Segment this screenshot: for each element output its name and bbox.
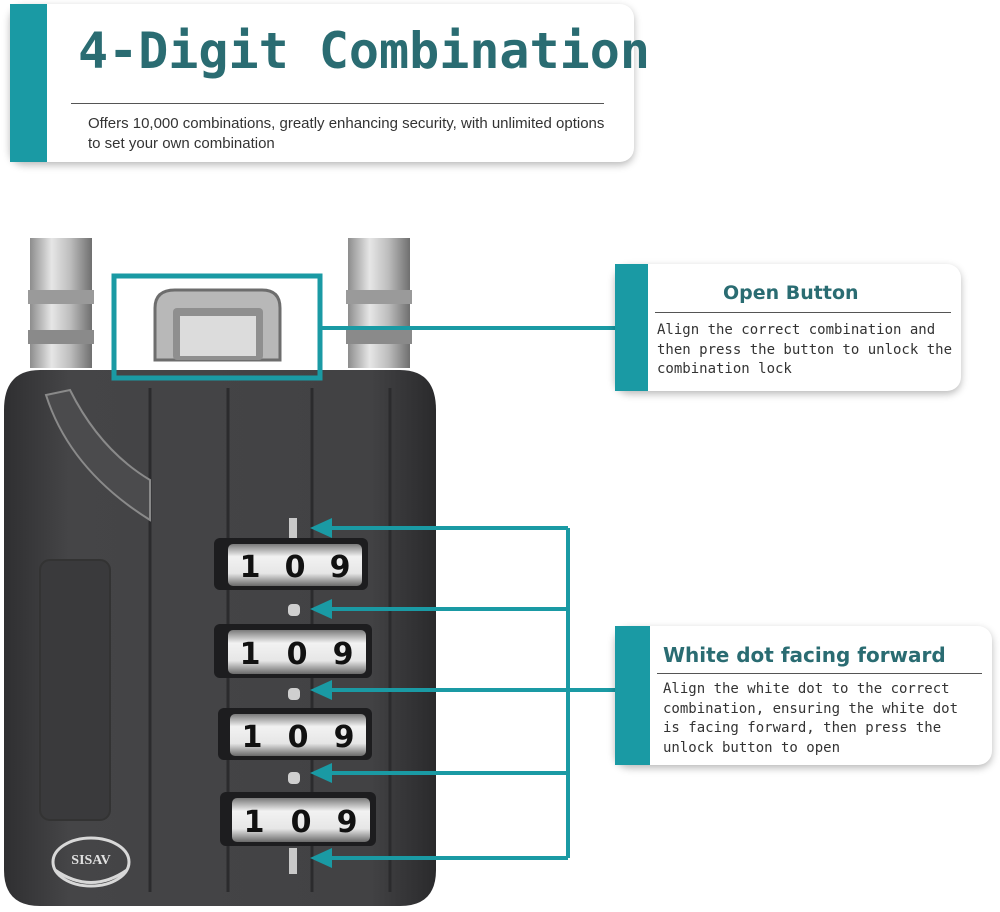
dial-row-4: 1 0 9 [220,792,376,846]
dial-digit: 1 [242,720,263,755]
dial-row-3: 1 0 9 [218,708,372,760]
open-button-highlight [111,273,323,381]
accent-strip [10,4,47,162]
dial-digit: 0 [288,720,309,755]
callout-description: Align the correct combination and then p… [657,322,953,377]
dial-digit: 0 [287,637,308,672]
page-title: 4-Digit Combination [78,22,650,80]
shackle-left [28,238,94,368]
dial-digit: 9 [333,637,354,672]
dial-digit: 0 [291,805,312,840]
callout-arrow-icon [310,599,332,619]
callout-title: White dot facing forward [663,643,946,667]
callout-arrow-icon [310,848,332,868]
accent-strip [615,626,650,765]
dial-digit: 1 [240,637,261,672]
title-divider [71,103,604,104]
dial-digit: 9 [337,805,358,840]
brand-logo-text: SISAV [71,853,110,868]
header-card: 4-Digit Combination Offers 10,000 combin… [10,4,650,162]
callout-arrow-icon [310,518,332,538]
callout-divider [655,312,951,313]
padlock-illustration: SISAV 1 0 9 1 0 9 1 0 9 1 0 9 [4,238,436,906]
callout-arrow-icon [310,680,332,700]
callout-divider [657,673,982,674]
dial-digit: 9 [330,550,351,585]
dial-digit: 9 [334,720,355,755]
dial-digit: 1 [244,805,265,840]
callout-arrow-icon [310,763,332,783]
shackle-right [346,238,412,368]
arrow-heads [310,518,332,868]
dial-digit: 1 [240,550,261,585]
indicator-marks [288,518,300,874]
open-button-illustration [153,288,282,362]
page-description: Offers 10,000 combinations, greatly enha… [88,115,605,152]
dial-row-2: 1 0 9 [214,624,372,678]
dial-row-1: 1 0 9 [214,538,368,590]
white-dot-connectors [330,526,616,860]
white-dot-callout: White dot facing forward Align the white… [615,626,992,765]
open-button-callout: Open Button Align the correct combinatio… [615,264,961,391]
brand-logo: SISAV [51,836,131,888]
dial-digit: 0 [285,550,306,585]
callout-description: Align the white dot to the correct combi… [663,681,959,756]
accent-strip [615,264,648,391]
callout-title: Open Button [723,282,859,304]
